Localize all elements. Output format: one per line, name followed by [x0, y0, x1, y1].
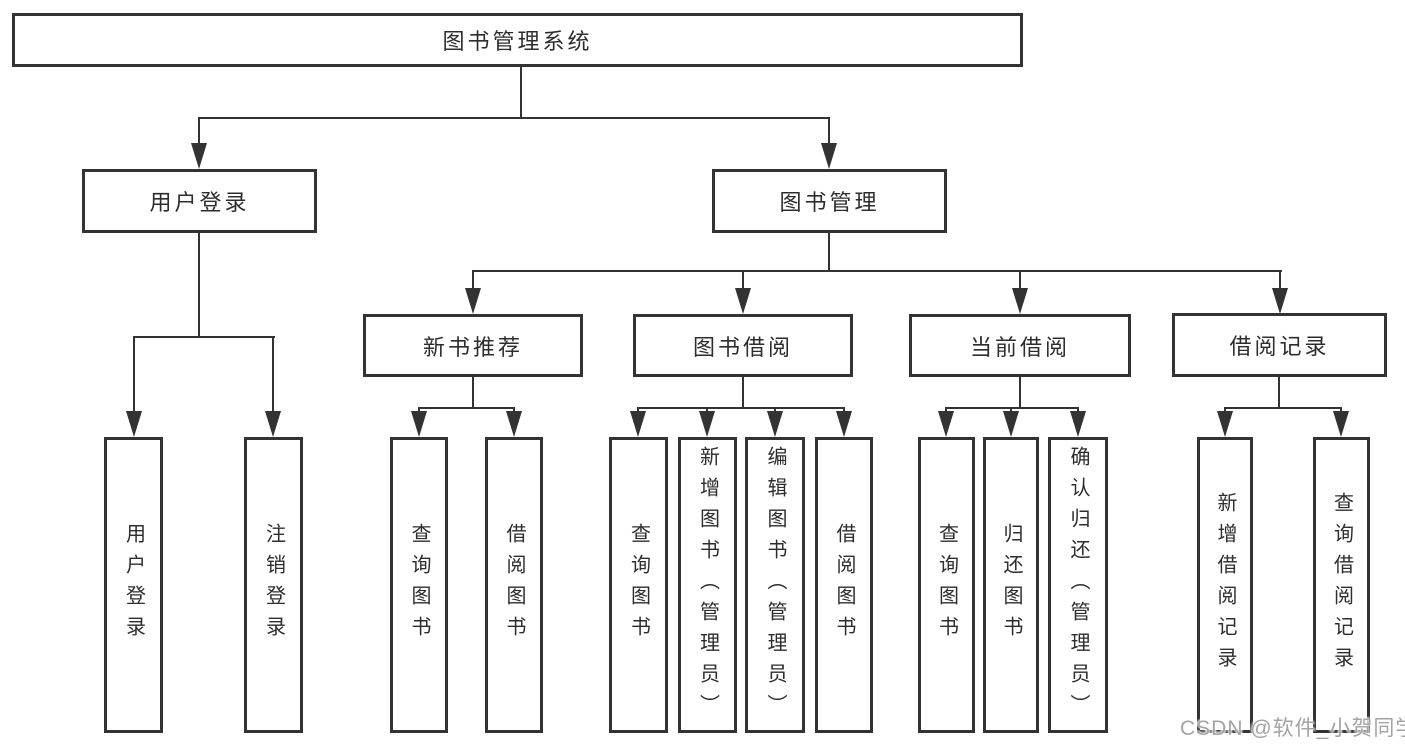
arrowhead-down-icon	[735, 288, 751, 314]
leaf-rec-query-books: 查询图书	[390, 437, 448, 733]
node-user-login-branch: 用户登录	[82, 169, 317, 233]
node-label: 图书管理	[779, 190, 880, 215]
leaf-rec-borrow-books: 借阅图书	[485, 437, 543, 733]
leaf-return-books: 归还图书	[983, 437, 1039, 733]
connector-line	[520, 67, 522, 117]
connector-line	[198, 117, 830, 119]
node-borrowing-records: 借阅记录	[1172, 313, 1387, 377]
leaf-current-query-books: 查询图书	[918, 437, 975, 733]
node-label: 借阅图书	[503, 523, 525, 647]
connector-line	[1019, 377, 1021, 407]
leaf-user-login: 用户登录	[104, 437, 163, 733]
connector-line	[843, 407, 845, 411]
arrowhead-down-icon	[938, 411, 954, 437]
arrowhead-down-icon	[191, 143, 207, 169]
arrowhead-down-icon	[411, 411, 427, 437]
connector-line	[774, 407, 776, 411]
leaf-logout: 注销登录	[244, 437, 303, 733]
leaf-add-books-admin: 新增图书（管理员）	[678, 437, 737, 733]
connector-line	[1010, 407, 1012, 411]
connector-line	[637, 407, 639, 411]
arrowhead-down-icon	[1272, 288, 1288, 314]
node-label: 注销登录	[262, 523, 285, 647]
node-current-borrowing: 当前借阅	[909, 314, 1131, 377]
node-label: 图书借阅	[692, 334, 793, 360]
node-book-management: 图书管理	[712, 169, 947, 233]
node-label: 归还图书	[1000, 523, 1022, 647]
connector-line	[418, 407, 515, 409]
connector-line	[472, 377, 474, 407]
arrowhead-down-icon	[265, 411, 281, 437]
connector-line	[133, 336, 135, 411]
arrowhead-down-icon	[767, 411, 783, 437]
arrowhead-down-icon	[821, 143, 837, 169]
node-root-system: 图书管理系统	[12, 13, 1023, 67]
connector-line	[637, 407, 845, 409]
node-label: 新增图书（管理员）	[696, 445, 719, 725]
arrowhead-down-icon	[1003, 411, 1019, 437]
node-label: 用户登录	[149, 190, 250, 215]
node-label: 当前借阅	[969, 334, 1070, 360]
connector-line	[133, 336, 275, 338]
node-label: 图书管理系统	[442, 29, 593, 54]
node-label: 用户登录	[122, 523, 145, 647]
arrowhead-down-icon	[1070, 411, 1086, 437]
node-label: 编辑图书（管理员）	[764, 445, 786, 725]
node-label: 新增借阅记录	[1214, 492, 1236, 678]
arrowhead-down-icon	[506, 411, 522, 437]
node-new-book-recommendation: 新书推荐	[363, 314, 583, 377]
connector-line	[418, 407, 420, 411]
arrowhead-down-icon	[1217, 411, 1233, 437]
arrowhead-down-icon	[465, 288, 481, 314]
leaf-edit-books-admin: 编辑图书（管理员）	[745, 437, 805, 733]
arrowhead-down-icon	[126, 411, 142, 437]
connector-line	[742, 270, 744, 288]
connector-line	[706, 407, 708, 411]
arrowhead-down-icon	[699, 411, 715, 437]
leaf-query-borrow-record: 查询借阅记录	[1313, 437, 1370, 733]
node-book-borrowing: 图书借阅	[633, 314, 853, 377]
node-label: 新书推荐	[422, 334, 523, 360]
arrowhead-down-icon	[630, 411, 646, 437]
connector-line	[1019, 270, 1021, 288]
arrowhead-down-icon	[1333, 411, 1349, 437]
connector-line	[1224, 407, 1342, 409]
leaf-confirm-return-admin: 确认归还（管理员）	[1048, 437, 1108, 733]
node-label: 查询图书	[627, 523, 650, 647]
connector-line	[945, 407, 947, 411]
connector-line	[472, 270, 1282, 272]
node-label: 查询借阅记录	[1330, 492, 1353, 678]
leaf-borrow-books: 借阅图书	[815, 437, 873, 733]
connector-line	[272, 336, 274, 411]
connector-line	[513, 407, 515, 411]
connector-line	[828, 233, 830, 270]
connector-line	[198, 117, 200, 143]
arrowhead-down-icon	[836, 411, 852, 437]
node-label: 借阅记录	[1229, 334, 1330, 359]
connector-line	[1224, 407, 1226, 411]
connector-line	[1279, 270, 1281, 288]
connector-line	[1340, 407, 1342, 411]
connector-line	[945, 407, 1079, 409]
connector-line	[1278, 377, 1280, 407]
connector-line	[198, 233, 200, 336]
node-label: 查询图书	[935, 523, 958, 647]
node-label: 查询图书	[408, 523, 430, 647]
connector-line	[472, 270, 474, 288]
leaf-borrow-query-books: 查询图书	[609, 437, 668, 733]
connector-line	[742, 377, 744, 407]
connector-line	[828, 117, 830, 143]
connector-line	[1077, 407, 1079, 411]
node-label: 借阅图书	[833, 523, 855, 647]
node-label: 确认归还（管理员）	[1067, 445, 1089, 725]
arrowhead-down-icon	[1012, 288, 1028, 314]
leaf-add-borrow-record: 新增借阅记录	[1197, 437, 1253, 733]
